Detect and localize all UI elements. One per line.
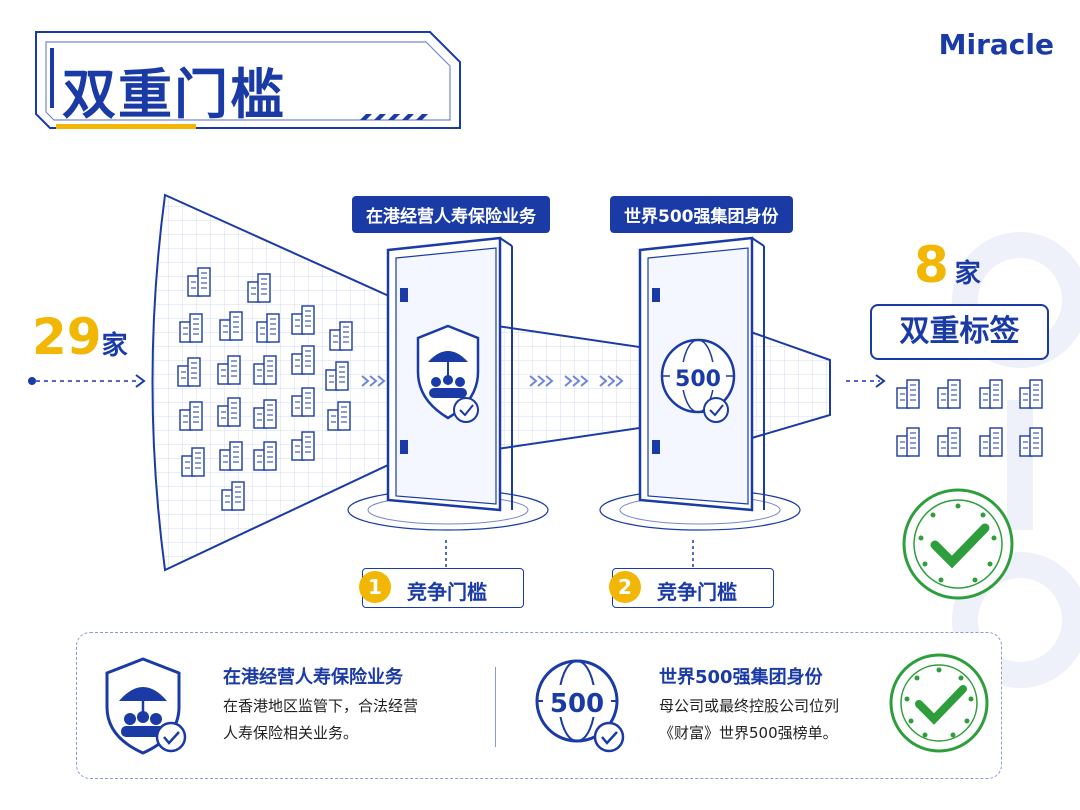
flow-chevrons xyxy=(361,375,624,387)
shield-umbrella-icon xyxy=(105,657,187,755)
right-count-unit: 家 xyxy=(954,259,981,289)
right-count-number: 8 xyxy=(914,236,949,294)
threshold-1-number: 1 xyxy=(359,571,391,603)
threshold-2-label: 竞争门槛 xyxy=(657,580,737,604)
threshold-2-number: 2 xyxy=(609,571,641,603)
door2-badge-text: 500 xyxy=(675,367,721,392)
legend1-desc-line2: 人寿保险相关业务。 xyxy=(223,724,359,742)
globe-500-icon: 500 xyxy=(535,659,625,753)
door2-tag: 世界500强集团身份 xyxy=(610,196,793,233)
page-title: 双重门槛 xyxy=(62,63,286,126)
funnel-diagram: 500 xyxy=(28,193,1043,600)
legend1-title: 在港经营人寿保险业务 xyxy=(223,667,403,688)
legend2-desc-line1: 母公司或最终控股公司位列 xyxy=(659,697,840,715)
funnel-cone-2 xyxy=(489,323,661,452)
green-check-badge xyxy=(902,488,1014,600)
funnel-cone-3 xyxy=(744,328,831,442)
legend-divider xyxy=(495,667,496,747)
threshold-1: 1 竞争门槛 xyxy=(359,568,524,608)
door-2: 500 xyxy=(599,236,801,531)
brand-logo: Miracle xyxy=(938,28,1054,61)
threshold-2: 2 竞争门槛 xyxy=(609,568,774,608)
green-check-badge-small xyxy=(889,653,989,753)
exit-arrow xyxy=(846,374,886,388)
legend2-desc-line2: 《财富》世界500强榜单。 xyxy=(659,724,838,742)
buildings-group-8 xyxy=(896,379,1043,457)
legend1-desc-line1: 在香港地区监管下，合法经营 xyxy=(223,697,419,715)
legend2-badge-text: 500 xyxy=(550,689,604,719)
left-count-unit: 家 xyxy=(101,331,128,361)
title-frame xyxy=(35,31,461,129)
left-count: 29家 xyxy=(32,308,128,366)
left-count-number: 29 xyxy=(32,308,102,366)
right-label: 双重标签 xyxy=(870,304,1049,360)
legend-panel: 在港经营人寿保险业务 在香港地区监管下，合法经营 人寿保险相关业务。 500 世… xyxy=(76,632,1002,779)
threshold-1-label: 竞争门槛 xyxy=(407,580,487,604)
door1-tag: 在港经营人寿保险业务 xyxy=(352,196,550,233)
entry-arrow xyxy=(28,374,146,388)
legend2-title: 世界500强集团身份 xyxy=(659,667,823,688)
door-1 xyxy=(347,236,549,531)
funnel-cone-1 xyxy=(151,193,421,572)
